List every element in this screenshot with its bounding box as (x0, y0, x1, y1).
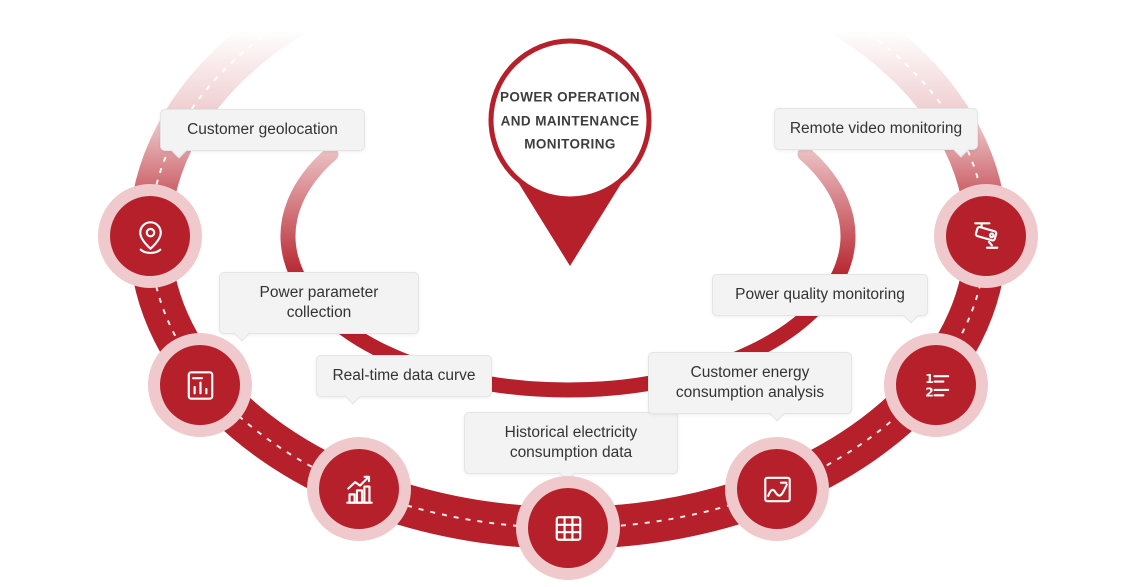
data-table-icon (555, 515, 581, 541)
node-core (737, 449, 817, 529)
node-power-quality-monitoring: 1 2 (884, 333, 988, 437)
label-text: Customer energy consumption analysis (675, 364, 825, 402)
label-bubble-customer-geolocation: Customer geolocation (160, 109, 365, 159)
label-text: Historical electricity consumption data (504, 424, 638, 462)
node-customer-geolocation (98, 184, 202, 288)
node-core: 1 2 (896, 345, 976, 425)
label-bubble-customer-energy-consumption-analysis: Customer energy consumption analysis (648, 352, 852, 422)
node-core (319, 449, 399, 529)
label-text: Remote video monitoring (789, 120, 963, 137)
label-text: Customer geolocation (187, 121, 338, 138)
cctv-camera-icon (973, 221, 998, 249)
label-bubble-real-time-data-curve: Real-time data curve (316, 355, 492, 405)
diagram-title-line: AND MAINTENANCE (500, 113, 640, 129)
diagram-title: POWER OPERATION AND MAINTENANCE MONITORI… (482, 86, 658, 157)
node-core (528, 488, 608, 568)
center-pin (488, 38, 652, 266)
label-bubble-historical-electricity-consumption-data: Historical electricity consumption data (464, 412, 678, 482)
label-text: Power parameter collection (259, 284, 379, 322)
label-bubble-power-quality-monitoring: Power quality monitoring (712, 274, 928, 324)
report-chart-icon (187, 370, 213, 400)
node-core (110, 196, 190, 276)
center-pin-circle (488, 38, 652, 202)
label-bubble-power-parameter-collection: Power parameter collection (219, 272, 419, 342)
label-text: Power quality monitoring (735, 286, 905, 303)
diagram-title-line: MONITORING (524, 136, 616, 152)
node-power-parameter-collection (148, 333, 252, 437)
node-customer-energy-consumption-analysis (725, 437, 829, 541)
node-core (946, 196, 1026, 276)
node-core (160, 345, 240, 425)
node-real-time-data-curve (307, 437, 411, 541)
inner-fade-arc (280, 146, 856, 398)
location-pin-icon (138, 220, 162, 254)
svg-text:2: 2 (925, 385, 934, 399)
wave-chart-icon (763, 476, 791, 502)
bar-chart-growth-icon (345, 475, 373, 504)
svg-text:1: 1 (925, 372, 934, 386)
node-historical-electricity-consumption-data (516, 476, 620, 580)
numbered-list-icon: 1 2 (925, 372, 949, 399)
label-bubble-remote-video-monitoring: Remote video monitoring (774, 108, 978, 158)
diagram-title-line: POWER OPERATION (499, 89, 640, 105)
label-text: Real-time data curve (332, 367, 476, 384)
node-remote-video-monitoring (934, 184, 1038, 288)
